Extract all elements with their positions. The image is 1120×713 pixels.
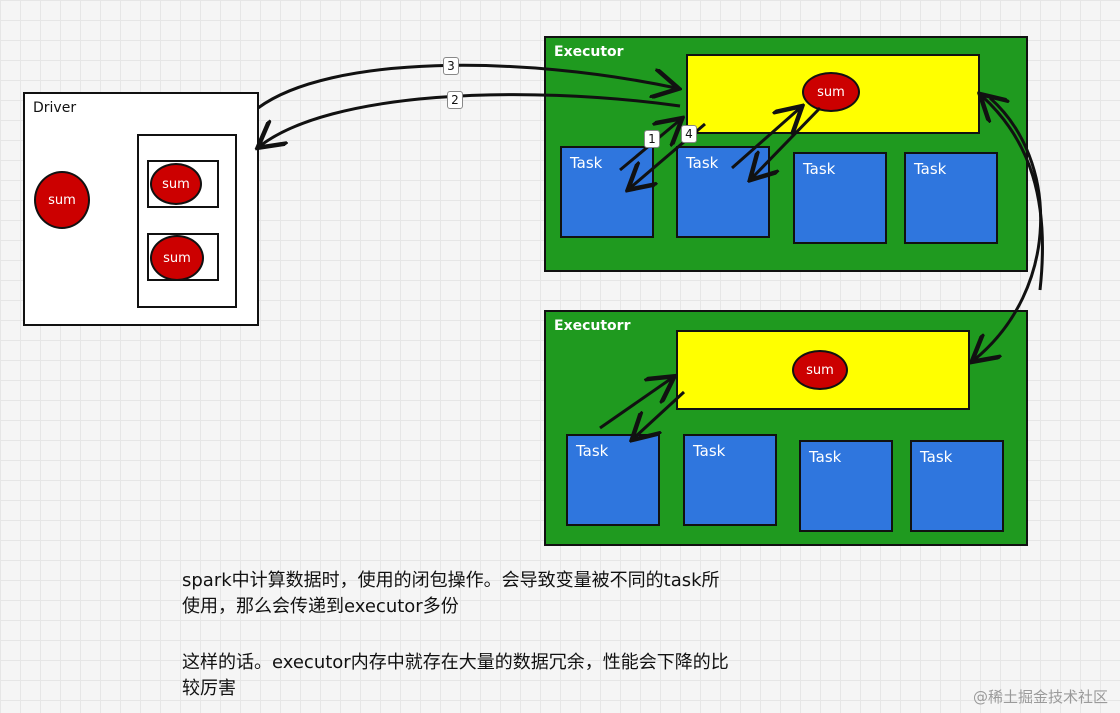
executor-2-task-4: Task (910, 440, 1004, 532)
executor-1-task-3: Task (793, 152, 887, 244)
driver-slot-1-sum: sum (150, 163, 202, 205)
driver-slot-2-sum: sum (150, 235, 204, 281)
executor-1-sum: sum (802, 72, 860, 112)
executor-1-task-2: Task (676, 146, 770, 238)
executor-2-task-1: Task (566, 434, 660, 526)
executor-2-task-2: Task (683, 434, 777, 526)
task-label: Task (809, 448, 842, 466)
executor-1-task-1: Task (560, 146, 654, 238)
executor-2-task-3: Task (799, 440, 893, 532)
note-line-3: 这样的话。executor内存中就存在大量的数据冗余，性能会下降的比 (182, 652, 729, 673)
executor-2-label: Executorr (554, 318, 631, 334)
task-label: Task (693, 442, 726, 460)
note-line-2: 使用，那么会传递到executor多份 (182, 596, 459, 617)
note-line-4: 较厉害 (182, 678, 236, 699)
executor-2-sum: sum (792, 350, 848, 390)
task-label: Task (803, 160, 836, 178)
executor-1-label: Executor (554, 44, 624, 60)
task-label: Task (570, 154, 603, 172)
arrow-label-1: 1 (644, 130, 660, 148)
task-label: Task (686, 154, 719, 172)
watermark: @稀土掘金技术社区 (972, 688, 1108, 706)
task-label: Task (914, 160, 947, 178)
driver-label: Driver (33, 100, 77, 116)
task-label: Task (576, 442, 609, 460)
driver-sum-circle: sum (34, 171, 90, 229)
executor-1-task-4: Task (904, 152, 998, 244)
task-label: Task (920, 448, 953, 466)
note-line-1: spark中计算数据时，使用的闭包操作。会导致变量被不同的task所 (182, 570, 720, 591)
arrow-label-3: 3 (443, 57, 459, 75)
arrow-label-4: 4 (681, 125, 697, 143)
arrow-label-2: 2 (447, 91, 463, 109)
